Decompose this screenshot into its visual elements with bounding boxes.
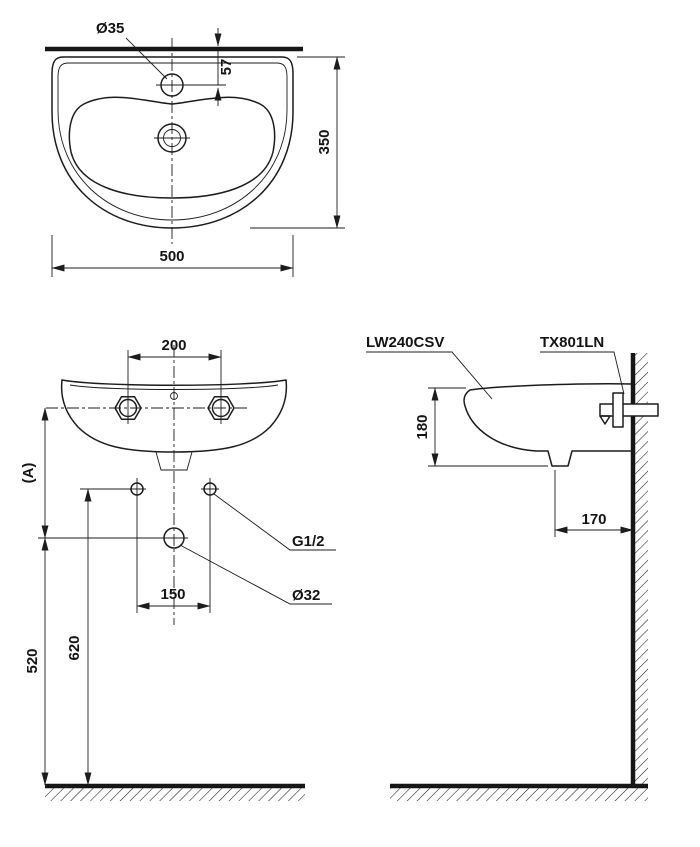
label-dim-350: 350 xyxy=(316,129,333,154)
top-view: Ø35 57 350 500 xyxy=(45,20,345,277)
side-view: LW240CSV TX801LN 180 170 xyxy=(366,334,659,801)
basin-side-profile xyxy=(463,383,634,467)
label-drain-diameter: Ø32 xyxy=(292,587,320,604)
label-dim-170: 170 xyxy=(581,511,606,528)
floor-hatch-front-view xyxy=(45,788,305,801)
label-faucet-hole-diameter: Ø35 xyxy=(96,20,124,37)
extension-and-leader-lines-front-view xyxy=(38,350,336,613)
label-supply-thread: G1/2 xyxy=(292,533,325,550)
label-dim-200: 200 xyxy=(161,337,186,354)
label-dim-620: 620 xyxy=(66,635,83,660)
faucet-body xyxy=(599,403,659,417)
basin-inner-rim xyxy=(57,62,288,221)
basin-front-outline xyxy=(60,379,288,453)
extension-and-leader-lines-side-view xyxy=(366,351,625,537)
label-dim-150: 150 xyxy=(160,586,185,603)
label-dim-520: 520 xyxy=(24,648,41,673)
faucet-handle xyxy=(612,392,624,428)
wall-hatch xyxy=(635,353,648,786)
label-dim-500: 500 xyxy=(159,248,184,265)
label-faucet-model: TX801LN xyxy=(540,334,604,351)
faucet-spout xyxy=(599,415,611,425)
extension-and-leader-lines-top-view xyxy=(51,37,345,277)
floor-hatch-side-view xyxy=(390,788,648,801)
label-basin-model: LW240CSV xyxy=(366,334,444,351)
basin-outer-rim xyxy=(51,56,294,229)
label-dim-180: 180 xyxy=(414,414,431,439)
centerlines-front-view xyxy=(46,345,250,625)
front-view: 200 (A) 520 620 150 G1/2 Ø32 xyxy=(20,337,336,801)
label-dim-a: (A) xyxy=(20,463,37,484)
drain-housing xyxy=(155,451,193,471)
label-dim-57: 57 xyxy=(218,59,235,76)
